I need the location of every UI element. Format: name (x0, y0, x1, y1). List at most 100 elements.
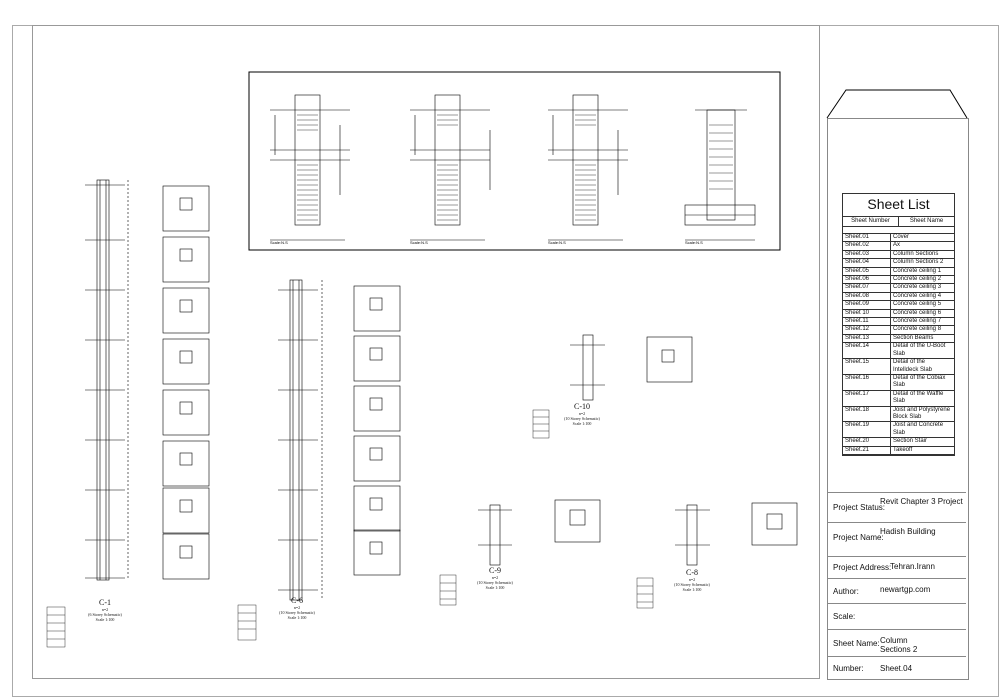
column-label: C-10 (574, 402, 590, 411)
column-c9-caption: C-9 n=2 (10 Storey Schematic) Scale 1:10… (470, 566, 520, 590)
sheet-name-cell: Column Sections 2 (893, 259, 944, 266)
sheet-number-cell: Sheet.12 (843, 326, 891, 334)
column-desc: (6 Storey Schematic) (88, 612, 122, 617)
sheet-number-cell: Sheet.16 (843, 374, 891, 390)
project-name-label: Project Name: (833, 533, 884, 542)
sheet-name-cell: Detail of the Waffle Slab (893, 390, 944, 405)
column-sub: n=2 (688, 577, 696, 582)
sheet-number-header: Sheet Number (843, 217, 899, 226)
detail-3-scale: Scale:N.S (548, 240, 566, 245)
column-c6-caption: C-6 n=2 (10 Storey Schematic) Scale 1:10… (272, 596, 322, 620)
sheet-number-cell: Sheet.14 (843, 343, 891, 359)
column-scale: Scale 1:100 (287, 615, 307, 620)
column-c10-caption: C-10 n=2 (10 Storey Schematic) Scale 1:1… (557, 402, 607, 426)
column-c10-schedule-grid (532, 409, 550, 439)
project-address-value: Tehran.Irann (890, 562, 935, 571)
sheet-name-cell: Concrete ceiling 8 (893, 326, 942, 333)
sheet-name-value: Column Sections 2 (880, 636, 918, 654)
column-label: C-6 (291, 596, 303, 605)
project-address-label: Project Address: (833, 563, 892, 572)
detail-2-scale: Scale:N.S (410, 240, 428, 245)
project-status-value: Revit Chapter 3 Project (880, 497, 963, 506)
sheet-number-cell: Sheet.20 (843, 438, 891, 446)
column-c9-section-core (569, 509, 586, 526)
column-label: C-9 (489, 566, 501, 575)
sheet-number-cell: Sheet.15 (843, 359, 891, 374)
sheet-name-header: Sheet Name (909, 218, 944, 224)
sheet-number-cell: Sheet.18 (843, 406, 891, 422)
title-block-border (827, 118, 969, 680)
sheet-number-cell: Sheet.21 (843, 446, 891, 454)
sheet-number-cell: Sheet.05 (843, 267, 891, 276)
sheet-name-cell: Column Sections (893, 250, 939, 257)
sheet-number-cell: Sheet.09 (843, 301, 891, 309)
author-value: newartgp.com (880, 585, 931, 594)
column-desc: (10 Storey Schematic) (564, 416, 600, 421)
column-c8-elevation (675, 504, 710, 566)
column-c10-section-core (661, 349, 675, 363)
drawing-area-border (32, 25, 820, 679)
column-c8-caption: C-8 n=2 (10 Storey Schematic) Scale 1:10… (667, 568, 717, 592)
column-c1-caption: C-1 n=2 (6 Storey Schematic) Scale 1:100 (80, 598, 130, 622)
sheet-name-cell: Concrete ceiling 3 (893, 284, 942, 291)
number-value: Sheet.04 (880, 664, 913, 673)
sheet-name-cell: Detail of the U-Boot Slab (893, 343, 946, 357)
scale-row: Scale: (828, 603, 966, 630)
project-status-label: Project Status: (833, 503, 886, 512)
detail-1 (270, 94, 350, 241)
column-scale: Scale 1:100 (485, 585, 505, 590)
sheet-name-cell: Section Stair (893, 438, 928, 445)
sheet-name-cell: Concrete ceiling 5 (893, 301, 942, 308)
column-scale: Scale 1:100 (95, 617, 115, 622)
column-scale: Scale 1:100 (682, 587, 702, 592)
sheet-name-cell: Joist and Concrete Slab (893, 422, 944, 436)
sheet-number-cell: Sheet.11 (843, 318, 891, 326)
column-label: C-1 (99, 598, 111, 607)
sheet-number-cell: Sheet.13 (843, 334, 891, 343)
sheet-name-cell: Concrete ceiling 6 (893, 309, 942, 316)
sheet-name-cell: Joist and Polystyrene Block Slab (893, 406, 951, 420)
column-sub: n=2 (101, 607, 109, 612)
detail-2 (410, 94, 491, 241)
sheet-name-label: Sheet Name: (833, 639, 880, 648)
column-desc: (10 Storey Schematic) (674, 582, 710, 587)
column-c8-section-core (766, 513, 783, 530)
sheet-list-header: Sheet Number Sheet Name (843, 217, 954, 227)
column-sub: n=2 (491, 575, 499, 580)
column-sub: n=2 (578, 411, 586, 416)
column-scale: Scale 1:100 (572, 421, 592, 426)
author-label: Author: (833, 587, 859, 596)
detail-4 (684, 109, 756, 241)
column-c1-sections (162, 185, 210, 580)
column-desc: (10 Storey Schematic) (279, 610, 315, 615)
column-c8-schedule-grid (636, 577, 654, 609)
sheet-number-cell: Sheet.03 (843, 250, 891, 259)
column-c6-sections (353, 285, 401, 576)
column-c10-elevation (570, 334, 605, 401)
column-c8-section (751, 502, 798, 546)
column-c6-elevation (278, 279, 323, 601)
sheet-number-cell: Sheet.07 (843, 284, 891, 292)
sheet-name-cell: Concrete ceiling 4 (893, 292, 942, 299)
sheet-name-cell: Detail of the Cobiax Slab (893, 374, 946, 389)
sheet-name-cell: Concrete ceiling 1 (893, 267, 942, 274)
sheet-name-cell: Ax (893, 242, 901, 249)
sheet-number-cell: Sheet.08 (843, 292, 891, 301)
column-c1-elevation (85, 179, 129, 581)
sheet-number-cell: Sheet 10 (843, 309, 891, 318)
detail-4-scale: Scale:N.S (685, 240, 703, 245)
